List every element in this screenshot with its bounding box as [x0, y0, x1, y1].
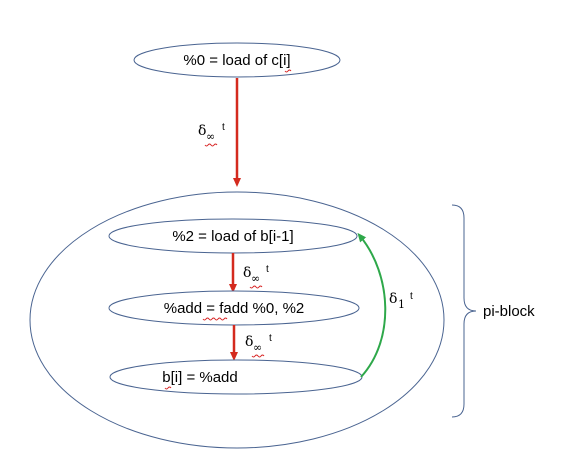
spellcheck-squiggle [164, 386, 172, 390]
svg-text:δ: δ [389, 291, 397, 307]
edge-3-label: δ ∞ t [245, 333, 272, 358]
svg-text:δ: δ [245, 334, 253, 350]
pi-block-label: pi-block [483, 303, 535, 320]
node-fadd-label: %add = fadd %0, %2 [164, 300, 305, 317]
edge-2-label: δ ∞ t [243, 264, 269, 289]
node-store-b-label: b[i] = %add [162, 369, 237, 386]
spellcheck-squiggle [202, 317, 228, 321]
svg-text:1: 1 [398, 298, 405, 311]
loop-edge-label: δ 1 t [389, 291, 413, 311]
svg-text:∞: ∞ [251, 272, 260, 285]
pi-block-ellipse [29, 191, 445, 449]
svg-text:t: t [266, 264, 269, 275]
node-load-c-ellipse [133, 42, 341, 78]
spellcheck-squiggle [284, 69, 292, 73]
loop-carried-edge [357, 232, 387, 378]
svg-text:δ: δ [198, 123, 206, 139]
svg-text:t: t [222, 122, 225, 133]
svg-text:t: t [269, 333, 272, 344]
svg-text:∞: ∞ [253, 341, 262, 354]
pi-block-brace [451, 204, 477, 418]
edge-1-label: δ ∞ t [198, 122, 225, 147]
node-load-c-label: %0 = load of c[i] [183, 52, 290, 69]
node-load-b-label: %2 = load of b[i-1] [172, 228, 293, 245]
svg-text:∞: ∞ [206, 130, 215, 143]
svg-text:δ: δ [243, 265, 251, 281]
svg-text:t: t [410, 291, 413, 302]
